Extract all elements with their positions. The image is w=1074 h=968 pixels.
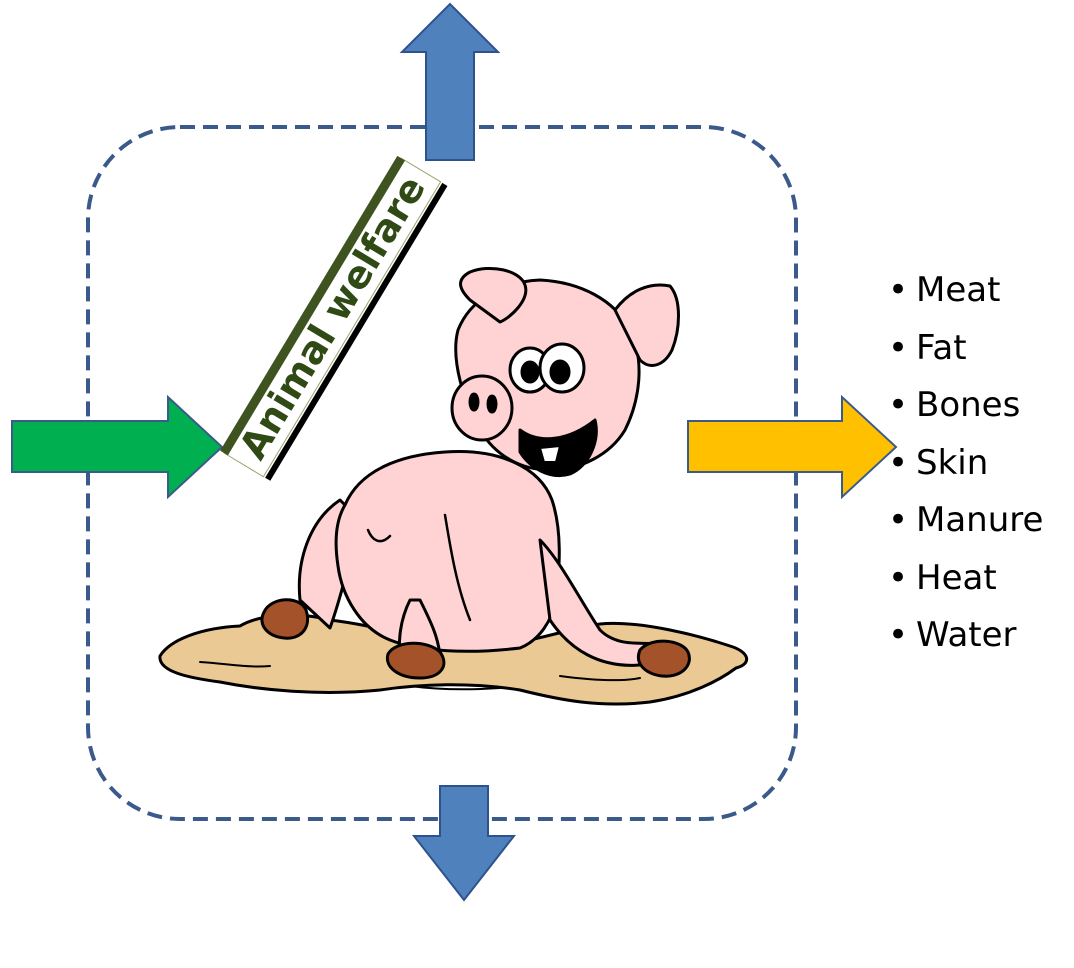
pig-hoof [262, 600, 308, 638]
arrow-down-icon [414, 786, 514, 900]
pig-body [336, 451, 559, 651]
output-item: Fat [888, 320, 1043, 378]
animal-welfare-tag: Animal welfare [224, 158, 445, 479]
output-item: Skin [888, 435, 1043, 493]
pig-snout [452, 376, 512, 440]
arrow-right-input-icon [12, 397, 222, 497]
output-item: Heat [888, 550, 1043, 608]
arrow-right-output-icon [688, 397, 896, 497]
outputs-list: Meat Fat Bones Skin Manure Heat Water [888, 262, 1043, 665]
output-item: Manure [888, 492, 1043, 550]
animal-welfare-label: Animal welfare [231, 168, 434, 466]
pig-hoof [638, 641, 689, 676]
output-item: Meat [888, 262, 1043, 320]
output-item: Water [888, 607, 1043, 665]
arrow-up-icon [402, 4, 498, 160]
output-item: Bones [888, 377, 1043, 435]
pig-hoof [387, 643, 444, 678]
pig-illustration [160, 268, 747, 704]
